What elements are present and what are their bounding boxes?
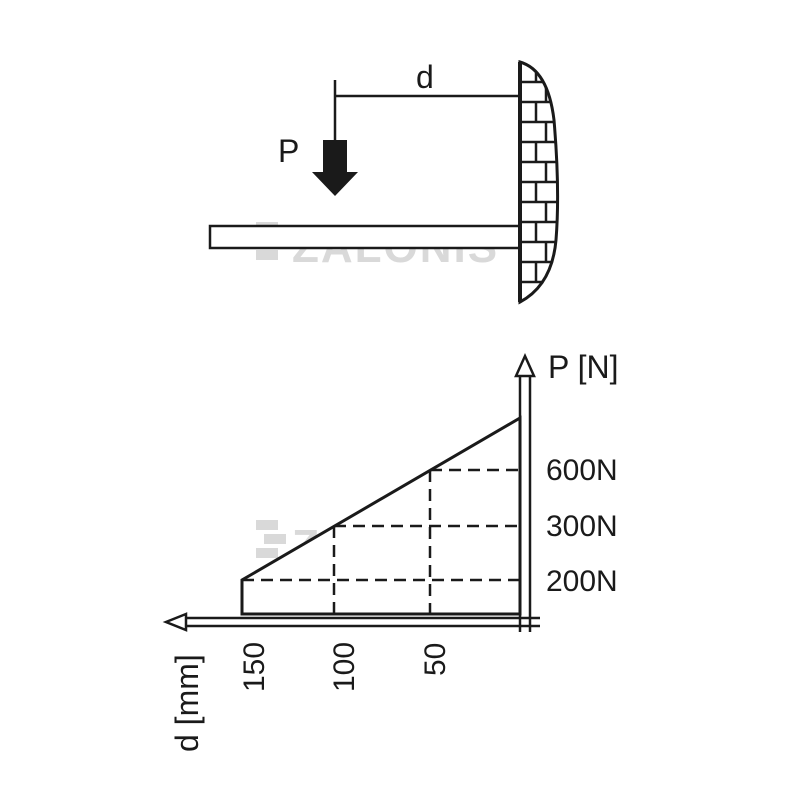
force-label: P xyxy=(278,133,299,169)
y-tick-300: 300N xyxy=(546,510,618,543)
y-axis-label: P [N] xyxy=(548,349,619,385)
distance-label: d xyxy=(416,59,434,95)
beam xyxy=(208,224,522,250)
grid xyxy=(242,468,520,614)
x-axis-label: d [mm] xyxy=(169,654,205,752)
brick-wall xyxy=(518,60,560,305)
distance-dimension xyxy=(333,80,520,140)
force-arrow xyxy=(312,140,358,196)
x-tick-100: 100 xyxy=(328,642,361,692)
x-tick-50: 50 xyxy=(419,643,452,676)
load-region xyxy=(240,415,522,616)
y-tick-200: 200N xyxy=(546,565,618,598)
y-axis xyxy=(514,352,536,632)
chart: P [N] d [mm] 600N 300N 200N 150 100 50 xyxy=(162,349,619,752)
x-axis xyxy=(162,612,540,632)
y-tick-600: 600N xyxy=(546,454,618,487)
x-tick-150: 150 xyxy=(238,642,271,692)
